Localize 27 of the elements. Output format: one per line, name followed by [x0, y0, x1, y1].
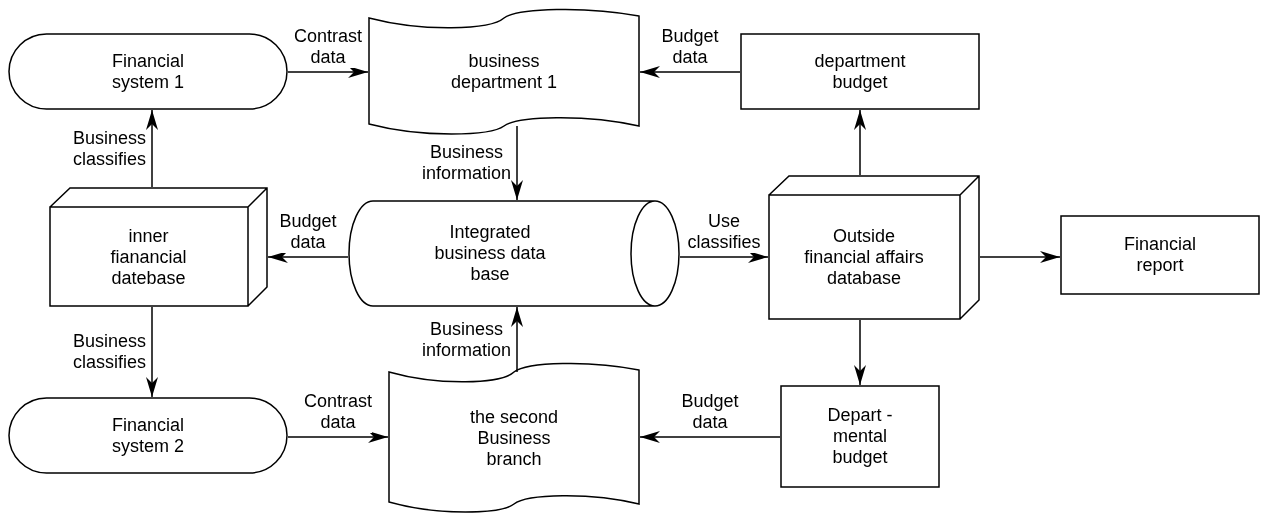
arrow: [511, 125, 523, 201]
node-label: business department 1: [449, 51, 559, 93]
node-label: the second Business branch: [468, 406, 560, 470]
arrow: [979, 251, 1061, 263]
arrow: [287, 431, 389, 443]
arrow: [639, 66, 741, 78]
arrow: [854, 109, 866, 176]
arrow: [287, 66, 369, 78]
arrow: [854, 319, 866, 386]
edge-label: Budget data: [279, 211, 337, 253]
node-label: Outside financial affairs database: [804, 226, 924, 289]
arrow: [146, 306, 158, 398]
edge-label: Contrast data: [304, 391, 373, 433]
node-label: department budget: [813, 50, 907, 93]
node-label: inner fianancial datebase: [109, 225, 188, 289]
arrow: [679, 251, 769, 263]
arrow: [639, 431, 781, 443]
node-label: Integrated business data base: [433, 222, 547, 285]
edge-label: Contrast data: [294, 26, 363, 68]
node-label: Financial system 2: [110, 414, 185, 457]
node-label: Depart -mental budget: [826, 405, 894, 468]
node-label: Financial system 1: [110, 50, 185, 93]
arrow: [267, 251, 349, 263]
node-label: Financial report: [1122, 234, 1197, 276]
arrow: [511, 306, 523, 373]
arrow: [146, 109, 158, 188]
edge-label: Use classifies: [687, 211, 761, 253]
